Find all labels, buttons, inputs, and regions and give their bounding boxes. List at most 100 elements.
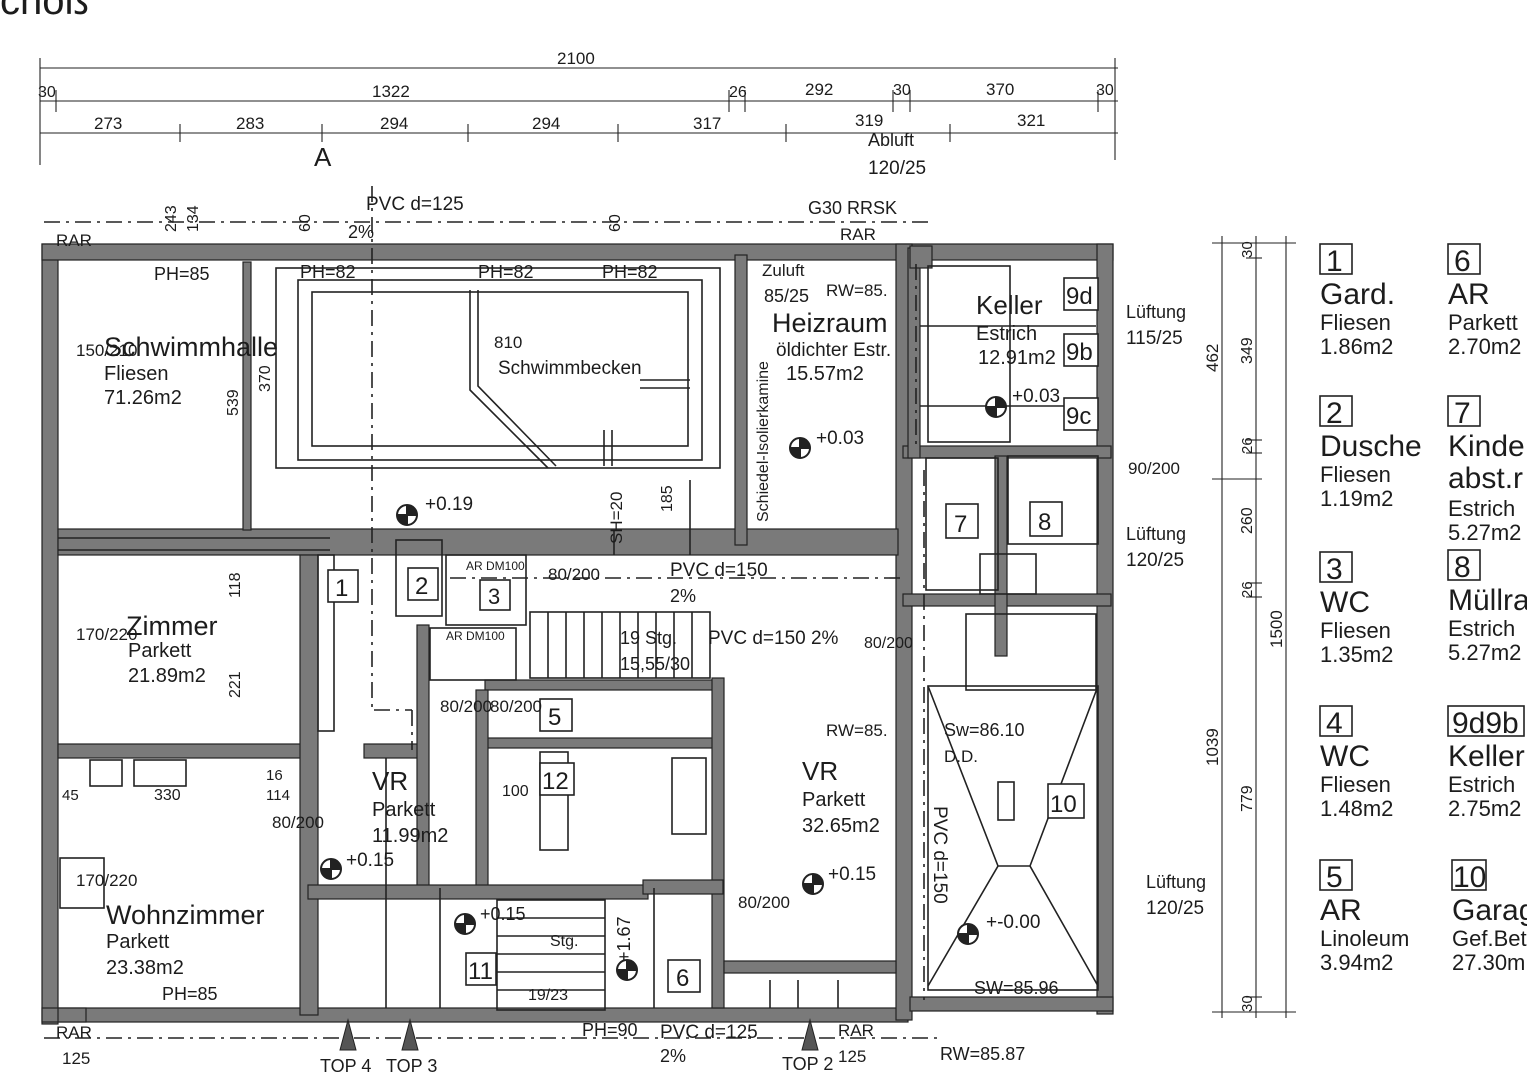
pvc-mid: PVC d=150 xyxy=(670,560,768,581)
dim-right-462: 462 xyxy=(1203,344,1222,372)
dim-r2-3: 294 xyxy=(532,114,560,133)
door-80-200-d: 80/200 xyxy=(490,697,542,716)
legend-num: 9d9b xyxy=(1452,707,1519,740)
sw-garage: Sw=86.10 xyxy=(944,720,1025,740)
entrance-arrow-icon xyxy=(401,1018,419,1051)
lueftung-3-label: Lüftung xyxy=(1146,872,1206,892)
ar-dm100-a: AR DM100 xyxy=(466,559,525,573)
level-marker-icon xyxy=(789,437,811,459)
legend-material: Parkett xyxy=(1448,310,1518,335)
level-marker-icon xyxy=(396,504,418,526)
room-box-5: 5 xyxy=(548,704,561,731)
legend-name: Keller xyxy=(1448,740,1525,773)
room-box-6: 6 xyxy=(676,965,689,992)
dim-r2-4: 317 xyxy=(693,114,721,133)
ph82-a: PH=82 xyxy=(300,262,356,282)
dim-right-i3: 260 xyxy=(1239,507,1256,534)
legend-area: 1.19m2 xyxy=(1320,486,1393,511)
entrance-arrow-icon xyxy=(339,1018,357,1051)
rar-left: RAR xyxy=(56,231,92,250)
legend-num: 6 xyxy=(1454,245,1471,278)
measure-134: 134 xyxy=(185,205,202,232)
legend-name: Kinde xyxy=(1448,430,1525,463)
measure-539: 539 xyxy=(225,389,242,416)
dim-right-1500: 1500 xyxy=(1267,610,1286,648)
top3-label: TOP 3 xyxy=(386,1056,437,1076)
room-vr-small-material: Parkett xyxy=(372,799,436,821)
door-80-200-f: 80/200 xyxy=(864,635,913,652)
door-80-200-b: 80/200 xyxy=(272,813,324,832)
legend-item-4: 4 WC Fliesen 1.48m2 xyxy=(1319,705,1393,821)
pool-label: Schwimmbecken xyxy=(498,358,642,379)
lueftung-2-size: 120/25 xyxy=(1126,550,1184,571)
kamin-label: Schiedel-Isolierkamine xyxy=(755,361,772,522)
door-80-200-e: 80/200 xyxy=(738,893,790,912)
level-marker-icon xyxy=(320,858,342,880)
slope-mid: 2% xyxy=(670,586,696,606)
door-150-210: 150/210 xyxy=(76,341,137,360)
measure-16: 16 xyxy=(266,767,283,784)
legend-material: Gef.Bet xyxy=(1452,926,1527,951)
measure-330: 330 xyxy=(154,787,181,804)
room-labels: Schwimmhalle Fliesen 71.26m2 810 370 Sch… xyxy=(104,290,1056,979)
legend-num: 7 xyxy=(1454,397,1471,430)
measure-45: 45 xyxy=(62,787,79,804)
legend-area: 5.27m2 xyxy=(1448,640,1521,665)
legend-area: 27.30m xyxy=(1452,950,1525,975)
room-schwimmhalle-material: Fliesen xyxy=(104,363,168,385)
room-schwimmhalle-area: 71.26m2 xyxy=(104,387,182,409)
legend-name: Müllra xyxy=(1448,584,1527,617)
room-wohnzimmer-name: Wohnzimmer xyxy=(106,900,265,930)
dim-r2-5: 319 xyxy=(855,111,883,130)
legend-material: Estrich xyxy=(1448,496,1515,521)
room-heizraum-name: Heizraum xyxy=(772,308,888,338)
door-90-200: 90/200 xyxy=(1128,459,1180,478)
pool-length: 810 xyxy=(494,333,522,352)
lueftung-3-size: 120/25 xyxy=(1146,898,1204,919)
abluft: Abluft xyxy=(868,130,914,150)
room-vr-large-name: VR xyxy=(802,756,838,786)
level-015a: +0.15 xyxy=(346,850,394,871)
room-box-10: 10 xyxy=(1050,791,1077,818)
room-box-12: 12 xyxy=(542,768,569,795)
abluft-size: 120/25 xyxy=(868,158,926,179)
legend-num: 4 xyxy=(1326,707,1343,740)
ph85-bottom: PH=85 xyxy=(162,984,218,1004)
top-dimension-chains: 2100 30 1322 26 292 30 370 30 273 283 29… xyxy=(38,49,1118,165)
top2-label: TOP 2 xyxy=(782,1054,833,1074)
dim-r2-0: 273 xyxy=(94,114,122,133)
lueftung-2-label: Lüftung xyxy=(1126,524,1186,544)
dim-r2-2: 294 xyxy=(380,114,408,133)
rar-125-bottom: 125 xyxy=(838,1047,866,1066)
room-box-11: 11 xyxy=(468,958,493,985)
legend-area: 2.70m2 xyxy=(1448,334,1521,359)
garage xyxy=(927,685,1099,991)
legend-item-8: 8 Müllra Estrich 5.27m2 xyxy=(1447,549,1527,665)
legend-material: Fliesen xyxy=(1320,310,1391,335)
ph90: PH=90 xyxy=(582,1020,638,1040)
zuluft-size: 85/25 xyxy=(764,286,809,306)
level-marker-icon xyxy=(985,396,1007,418)
room-zimmer-area: 21.89m2 xyxy=(128,665,206,687)
room-legend: 1 Gard. Fliesen 1.86m2 2 Dusche Fliesen … xyxy=(1319,243,1527,975)
measure-60-b: 60 xyxy=(607,214,624,232)
legend-num: 2 xyxy=(1326,397,1343,430)
measure-114: 114 xyxy=(266,787,290,804)
walls xyxy=(41,243,1114,1025)
legend-material: Fliesen xyxy=(1320,618,1391,643)
legend-material: Fliesen xyxy=(1320,462,1391,487)
ph82-b: PH=82 xyxy=(478,262,534,282)
pvc-top: PVC d=125 xyxy=(366,194,464,215)
dim-right-i0: 30 xyxy=(1239,241,1256,258)
level-markers xyxy=(320,396,1007,981)
door-80-200-c: 80/200 xyxy=(440,697,492,716)
legend-material: Linoleum xyxy=(1320,926,1409,951)
level-marker-icon xyxy=(957,923,979,945)
top4-label: TOP 4 xyxy=(320,1056,371,1076)
legend-area: 5.27m2 xyxy=(1448,520,1521,545)
rar-bottom-left: RAR xyxy=(56,1023,92,1042)
pvc-garage: PVC d=150 xyxy=(929,806,950,904)
room-zimmer-name: Zimmer xyxy=(126,611,217,641)
room-heizraum-area: 15.57m2 xyxy=(786,363,864,385)
level-015b: +0.15 xyxy=(828,864,876,885)
